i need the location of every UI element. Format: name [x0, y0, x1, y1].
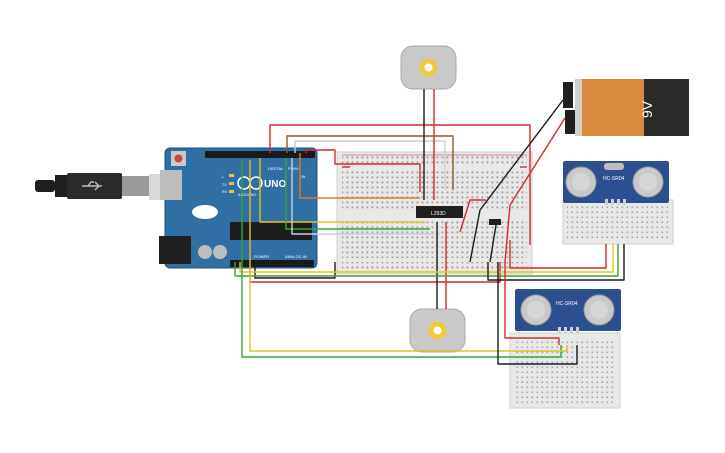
power-jack [159, 236, 191, 264]
l-led-label: L [222, 175, 224, 179]
wire-orange [299, 153, 420, 199]
battery-9v[interactable]: 9V [563, 79, 689, 136]
wire-driver-black [489, 224, 497, 263]
capacitor-2 [213, 245, 227, 259]
ultrasonic-sensor-1[interactable]: HC-SR04 [562, 161, 674, 245]
capacitor-1 [198, 245, 212, 259]
rx-led-label: RX [222, 190, 228, 194]
wire-sensor1-black [487, 244, 625, 281]
digital-label: DIGITAL [268, 166, 284, 171]
usb-jack [160, 170, 182, 200]
board-brand-label: ARDUINO [238, 192, 256, 197]
l293d-driver-chip[interactable]: L293D [416, 206, 463, 218]
arduino-uno-board[interactable]: UNO ARDUINO DIGITAL PWM~ POWER ANALOG IN… [159, 147, 318, 269]
battery-label: 9V [639, 100, 655, 118]
tx-led [229, 182, 234, 185]
power-analog-header[interactable] [230, 260, 314, 267]
board-model-label: UNO [264, 179, 286, 190]
wire-sensor2-red [504, 262, 560, 345]
sensor-1-label: HC-SR04 [603, 176, 625, 182]
usb-icon [82, 181, 102, 191]
wire-sensor1-green [234, 244, 619, 277]
tx-led-label: TX [222, 183, 227, 187]
wire-driver-red [459, 199, 486, 233]
wire-sensor1-yellow [239, 244, 614, 273]
wire-sensor2-yellow [249, 160, 568, 352]
wire-battery-black [469, 99, 564, 263]
wire-yellow-1 [259, 158, 425, 223]
rx-led [229, 190, 234, 193]
small-component [489, 219, 501, 225]
sensor-2-label: HC-SR04 [556, 301, 578, 307]
wire-battery-red [504, 117, 566, 263]
driver-chip-label: L293D [431, 211, 446, 217]
wire-red-2 [305, 149, 421, 192]
power-label: POWER [254, 254, 269, 259]
reset-button-cap[interactable] [174, 154, 183, 163]
wires [234, 89, 625, 365]
wire-white-top [294, 140, 446, 190]
wire-white-mid [291, 158, 440, 235]
wire-green-1 [285, 158, 430, 230]
digital-header[interactable] [205, 151, 315, 158]
analog-label: ANALOG IN [285, 254, 307, 259]
on-led-label: ON [300, 175, 306, 179]
wire-sensor1-red [509, 240, 607, 269]
wire-brown-top [286, 135, 454, 190]
dc-motor-top[interactable] [400, 45, 457, 90]
board-oval-marker [192, 205, 218, 219]
usb-cable [35, 173, 169, 200]
wire-sensor2-black [497, 262, 578, 365]
pwm-label: PWM~ [288, 166, 301, 171]
l-led [229, 174, 234, 177]
wire-red-top [269, 124, 531, 245]
dc-motor-bottom[interactable] [409, 308, 466, 353]
ultrasonic-sensor-2[interactable]: HC-SR04 [509, 289, 621, 409]
